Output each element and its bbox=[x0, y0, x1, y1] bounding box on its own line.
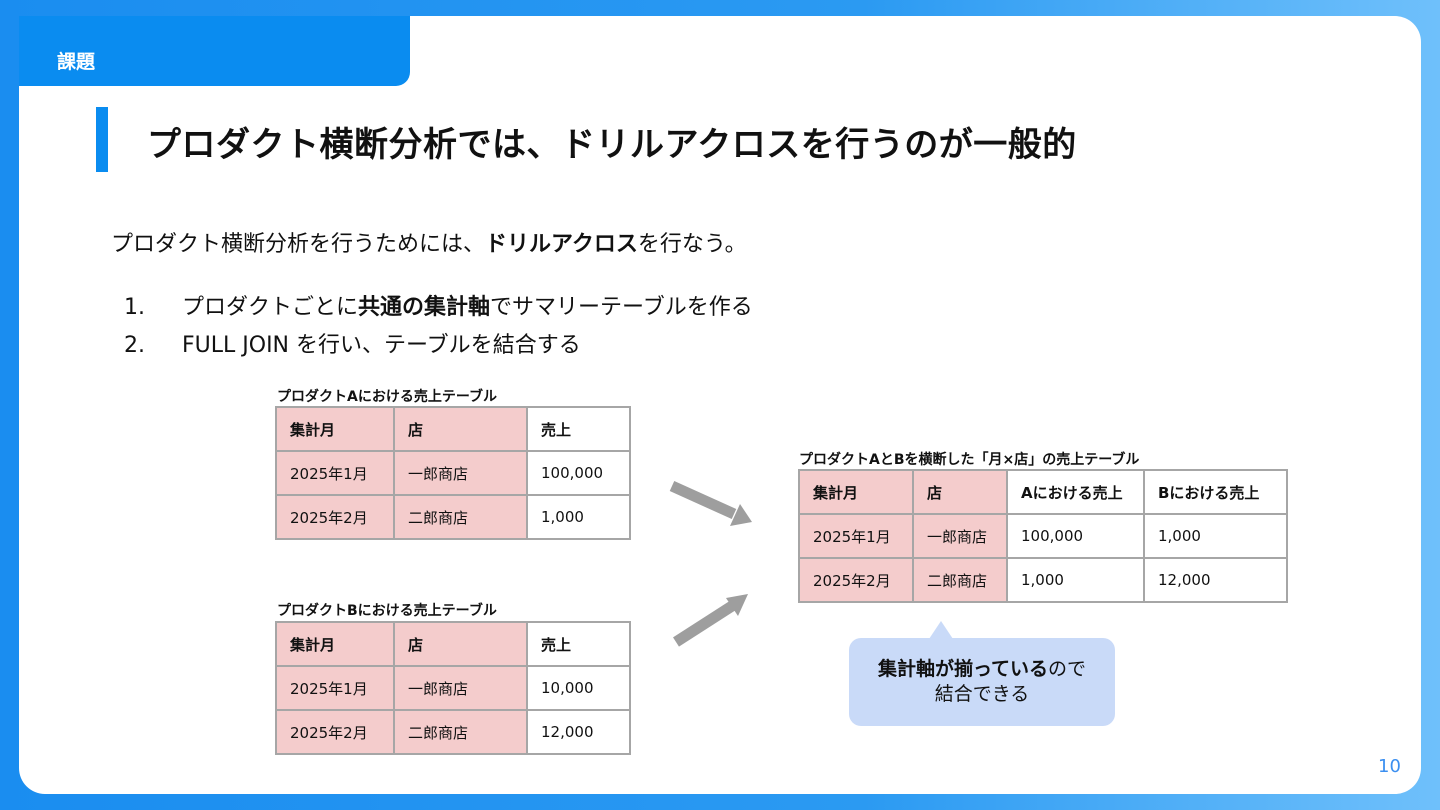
table-row: 2025年1月 一郎商店 10,000 bbox=[275, 665, 631, 711]
table-a-caption: プロダクトAにおける売上テーブル bbox=[277, 389, 497, 405]
table-b-caption: プロダクトBにおける売上テーブル bbox=[277, 603, 497, 619]
title-accent-bar bbox=[96, 107, 108, 172]
page-number: 10 bbox=[1378, 756, 1401, 777]
step-bold: 共通の集計軸 bbox=[358, 295, 491, 320]
slide-title: プロダクト横断分析では、ドリルアクロスを行うのが一般的 bbox=[147, 125, 1077, 165]
table-header-cell: 集計月 bbox=[275, 406, 395, 452]
table-cell: 2025年1月 bbox=[275, 665, 395, 711]
step-post: でサマリーテーブルを作る bbox=[490, 295, 753, 320]
table-header-cell: Aにおける売上 bbox=[1006, 469, 1145, 515]
table-cell: 100,000 bbox=[526, 450, 631, 496]
table-cell: 二郎商店 bbox=[393, 709, 528, 755]
table-cell: 10,000 bbox=[526, 665, 631, 711]
table-row: 2025年1月 一郎商店 100,000 1,000 bbox=[798, 513, 1288, 559]
callout-rest: ので bbox=[1048, 658, 1087, 680]
table-cell: 2025年2月 bbox=[275, 709, 395, 755]
intro-bold: ドリルアクロス bbox=[485, 232, 638, 257]
arrow-right-down-icon bbox=[669, 480, 752, 526]
table-cell: 一郎商店 bbox=[912, 513, 1008, 559]
table-header-cell: 売上 bbox=[526, 621, 631, 667]
table-header-cell: 売上 bbox=[526, 406, 631, 452]
table-cell: 100,000 bbox=[1006, 513, 1145, 559]
table-cell: 2025年1月 bbox=[798, 513, 914, 559]
slide-card: 課題 bbox=[19, 16, 1421, 794]
table-a: 集計月 店 売上 2025年1月 一郎商店 100,000 2025年2月 二郎… bbox=[275, 406, 631, 540]
table-row: 2025年1月 一郎商店 100,000 bbox=[275, 450, 631, 496]
intro-post: を行なう。 bbox=[637, 232, 747, 257]
section-tag: 課題 bbox=[19, 16, 410, 86]
table-cell: 一郎商店 bbox=[393, 665, 528, 711]
table-cell: 1,000 bbox=[1143, 513, 1288, 559]
table-header-row: 集計月 店 Aにおける売上 Bにおける売上 bbox=[798, 469, 1288, 515]
arrow-right-up-icon bbox=[673, 594, 748, 647]
step-number: 2. bbox=[124, 333, 145, 358]
table-cell: 二郎商店 bbox=[393, 494, 528, 540]
step-item: 1. プロダクトごとに共通の集計軸でサマリーテーブルを作る bbox=[124, 289, 753, 327]
callout-line-1: 集計軸が揃っているので bbox=[849, 657, 1115, 682]
table-ab: 集計月 店 Aにおける売上 Bにおける売上 2025年1月 一郎商店 100,0… bbox=[798, 469, 1288, 603]
table-header-cell: 店 bbox=[393, 621, 528, 667]
table-cell: 一郎商店 bbox=[393, 450, 528, 496]
table-cell: 1,000 bbox=[526, 494, 631, 540]
table-header-cell: 店 bbox=[393, 406, 528, 452]
callout-bubble: 集計軸が揃っているので 結合できる bbox=[849, 638, 1115, 726]
table-cell: 12,000 bbox=[1143, 557, 1288, 603]
table-cell: 二郎商店 bbox=[912, 557, 1008, 603]
step-pre: プロダクトごとに bbox=[182, 295, 359, 320]
table-cell: 2025年1月 bbox=[275, 450, 395, 496]
table-row: 2025年2月 二郎商店 1,000 12,000 bbox=[798, 557, 1288, 603]
step-item: 2. FULL JOIN を行い、テーブルを結合する bbox=[124, 327, 753, 365]
table-header-cell: 集計月 bbox=[275, 621, 395, 667]
table-ab-caption: プロダクトAとBを横断した「月×店」の売上テーブル bbox=[799, 452, 1140, 468]
table-row: 2025年2月 二郎商店 1,000 bbox=[275, 494, 631, 540]
table-cell: 2025年2月 bbox=[275, 494, 395, 540]
intro-text: プロダクト横断分析を行うためには、ドリルアクロスを行なう。 bbox=[111, 226, 747, 258]
table-header-cell: 店 bbox=[912, 469, 1008, 515]
table-cell: 1,000 bbox=[1006, 557, 1145, 603]
table-header-cell: Bにおける売上 bbox=[1143, 469, 1288, 515]
intro-pre: プロダクト横断分析を行うためには、 bbox=[111, 232, 486, 257]
table-b: 集計月 店 売上 2025年1月 一郎商店 10,000 2025年2月 二郎商… bbox=[275, 621, 631, 755]
table-header-row: 集計月 店 売上 bbox=[275, 406, 631, 452]
step-list: 1. プロダクトごとに共通の集計軸でサマリーテーブルを作る 2. FULL JOIN… bbox=[124, 289, 753, 365]
table-row: 2025年2月 二郎商店 12,000 bbox=[275, 709, 631, 755]
step-text: FULL JOIN を行い、テーブルを結合する bbox=[182, 333, 581, 358]
callout-pointer bbox=[929, 621, 953, 639]
table-header-cell: 集計月 bbox=[798, 469, 914, 515]
callout-bold: 集計軸が揃っている bbox=[877, 658, 1049, 680]
table-header-row: 集計月 店 売上 bbox=[275, 621, 631, 667]
callout-line-2: 結合できる bbox=[934, 683, 1030, 705]
step-number: 1. bbox=[124, 295, 145, 320]
table-cell: 12,000 bbox=[526, 709, 631, 755]
section-tag-label: 課題 bbox=[57, 51, 96, 73]
table-cell: 2025年2月 bbox=[798, 557, 914, 603]
